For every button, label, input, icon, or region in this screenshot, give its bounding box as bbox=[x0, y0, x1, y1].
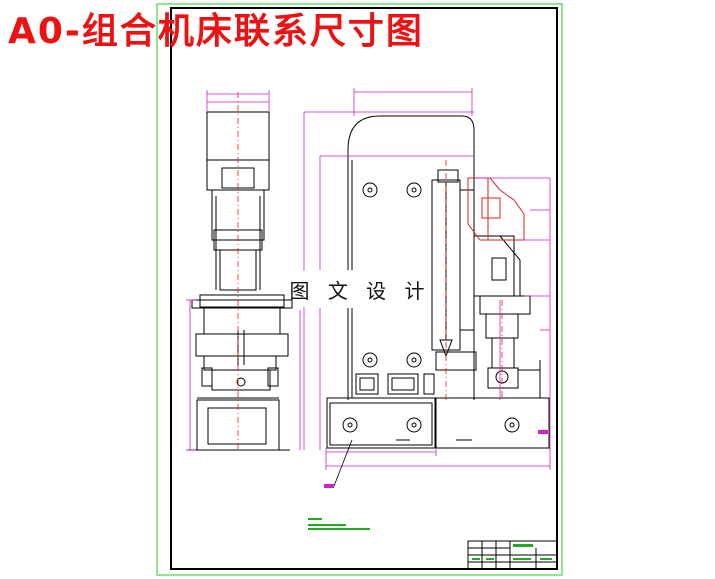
sheet-outer-border bbox=[156, 3, 563, 576]
drawing-frame bbox=[170, 7, 558, 570]
left-side-view bbox=[187, 111, 293, 451]
left-view-dimensions bbox=[186, 90, 301, 451]
leader-line bbox=[333, 439, 353, 487]
right-top-motor bbox=[467, 177, 525, 241]
page-title: A0-组合机床联系尺寸图 bbox=[8, 11, 424, 52]
right-view-dimensions bbox=[303, 88, 551, 470]
title-block bbox=[467, 540, 558, 570]
watermark-text: 图 文 设 计 bbox=[289, 278, 431, 303]
notes-block bbox=[308, 518, 370, 530]
watermark: 图 文 设 计 bbox=[289, 270, 431, 308]
